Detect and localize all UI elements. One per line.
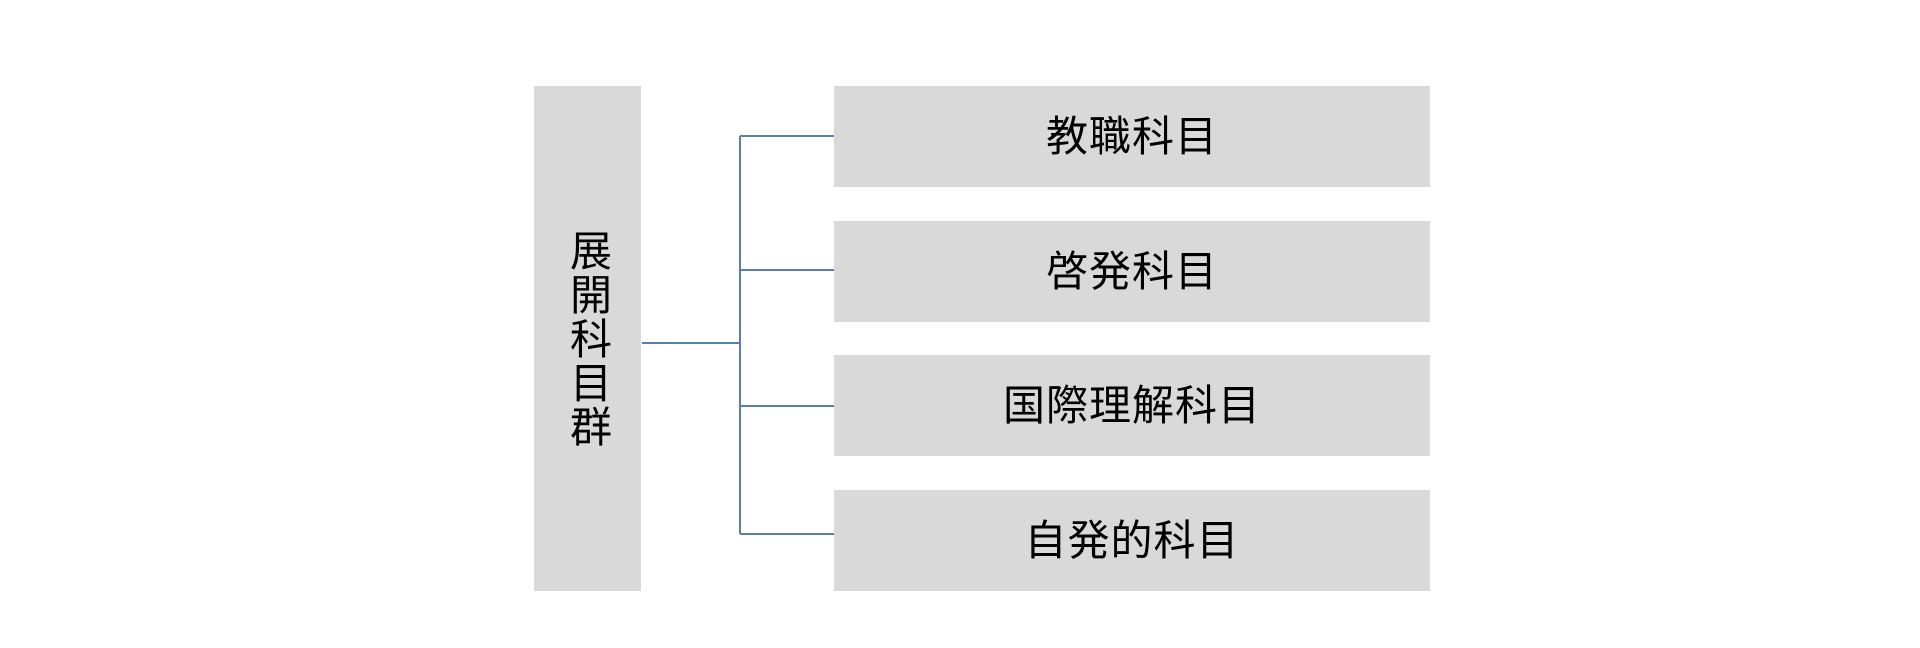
- child-node-label: 啓発科目: [1045, 246, 1218, 296]
- child-node-label: 国際理解科目: [1002, 380, 1261, 430]
- child-node-enlightenment: 啓発科目: [834, 221, 1430, 322]
- child-node-international-understanding: 国際理解科目: [834, 355, 1430, 456]
- root-node: 展開科目群: [534, 86, 641, 591]
- child-node-teaching: 教職科目: [834, 86, 1430, 187]
- child-node-voluntary: 自発的科目: [834, 490, 1430, 591]
- child-node-label: 教職科目: [1045, 111, 1218, 161]
- child-node-label: 自発的科目: [1024, 515, 1240, 565]
- root-node-label: 展開科目群: [563, 228, 613, 449]
